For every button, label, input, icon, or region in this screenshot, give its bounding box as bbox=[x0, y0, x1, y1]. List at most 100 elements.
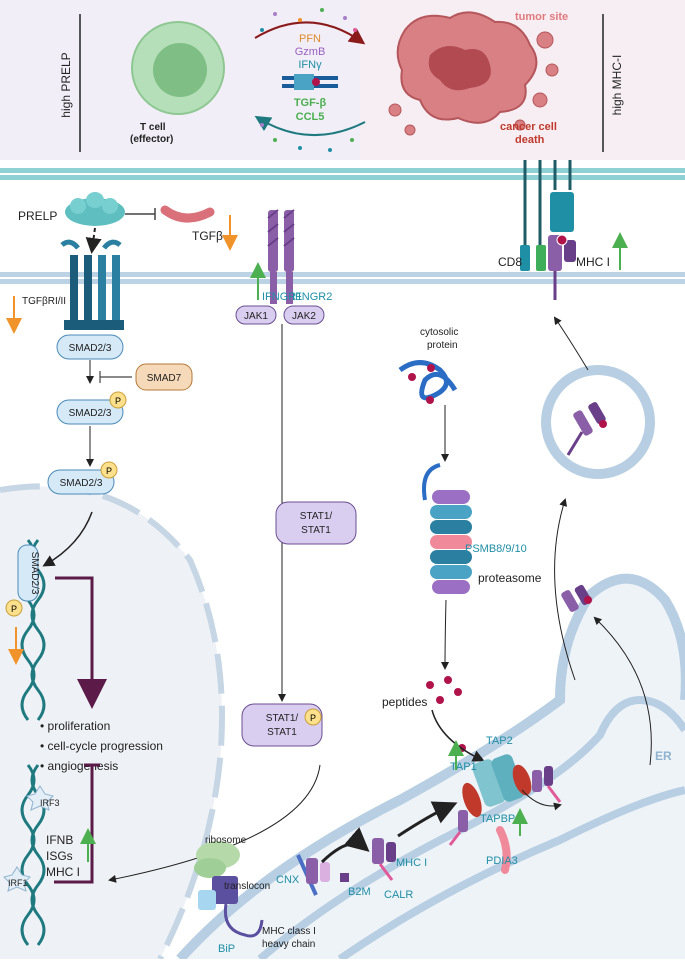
smad7-node bbox=[135, 363, 193, 391]
tgfb-receptor-icon bbox=[60, 239, 124, 330]
gene-isgs: ISGs bbox=[46, 849, 73, 863]
cd8-receptor-icon bbox=[520, 160, 546, 271]
mhc-surface-label: MHC I bbox=[576, 255, 610, 269]
jak1-node bbox=[235, 305, 277, 325]
smad7-label: SMAD7 bbox=[147, 373, 182, 384]
irf1-icon bbox=[3, 866, 31, 892]
irf3-icon bbox=[26, 785, 54, 811]
jak2-node bbox=[283, 305, 325, 325]
er-label: ER bbox=[655, 749, 672, 763]
proteasome-icon bbox=[422, 463, 472, 594]
mhc-er-label: MHC I bbox=[396, 857, 427, 869]
smad-activation-path bbox=[55, 576, 107, 709]
cancer-death-label-2: death bbox=[515, 134, 545, 146]
smad23-node-1 bbox=[56, 334, 124, 360]
phospho-badge-2 bbox=[100, 461, 118, 479]
cancer-death-label-1: cancer cell bbox=[500, 121, 557, 133]
smad-inhibition-path bbox=[54, 765, 94, 884]
tapbp-label: TAPBP bbox=[480, 813, 515, 825]
svg-text:STAT1/: STAT1/ bbox=[266, 713, 299, 724]
heavy-chain-label-1: MHC class I bbox=[262, 926, 316, 937]
translocon-icon bbox=[198, 876, 264, 938]
tcell-label-1: T cell bbox=[140, 122, 166, 133]
ifngr-receptor-icon bbox=[267, 209, 295, 304]
tgfbr-label: TGFβRI/II bbox=[22, 296, 66, 307]
target-angiogenesis: • angiogenesis bbox=[40, 759, 118, 773]
ccl5-label: CCL5 bbox=[296, 111, 325, 123]
tap2-label: TAP2 bbox=[486, 735, 513, 747]
prelp-protein-icon bbox=[65, 192, 125, 226]
svg-text:P: P bbox=[115, 396, 121, 406]
cnx-mhc-icon bbox=[296, 854, 330, 896]
b2m-icon bbox=[340, 873, 349, 882]
cytosolic-label-1: cytosolic bbox=[420, 327, 458, 338]
surface-mhc-icon bbox=[548, 160, 576, 300]
phospho-badge-4 bbox=[5, 599, 23, 617]
calr-label: CALR bbox=[384, 889, 413, 901]
svg-text:P: P bbox=[106, 466, 112, 476]
smad-to-nucleus-arrow bbox=[42, 511, 93, 567]
psmb-label: PSMB8/9/10 bbox=[465, 543, 527, 555]
svg-text:SMAD2/3: SMAD2/3 bbox=[29, 552, 40, 595]
high-mhc-label: high MHC-I bbox=[610, 55, 624, 116]
cd8-label: CD8 bbox=[498, 255, 522, 269]
ifngr1-label: IFNGR1 bbox=[262, 291, 302, 303]
gzmb-label: GzmB bbox=[295, 46, 326, 58]
target-cell-cycle: • cell-cycle progression bbox=[40, 739, 163, 753]
bip-label: BiP bbox=[218, 943, 235, 955]
budding-mhc-icon bbox=[561, 584, 592, 612]
pfn-label: PFN bbox=[299, 33, 321, 45]
nucleus bbox=[0, 486, 222, 959]
ifngr2-label: IFNGR2 bbox=[292, 291, 332, 303]
target-proliferation: • proliferation bbox=[40, 719, 110, 733]
irf1-label: IRF1 bbox=[8, 878, 28, 888]
high-prelp-label: high PRELP bbox=[59, 52, 73, 117]
er-membrane bbox=[176, 573, 685, 963]
stat-to-irf1-arrow bbox=[108, 764, 321, 883]
tap-transporter-icon bbox=[462, 754, 532, 818]
smad23-nuclear-node bbox=[17, 544, 39, 602]
tumor-cell-icon bbox=[388, 11, 559, 136]
tgfb-ligand-icon bbox=[160, 205, 215, 223]
secretion-arrow-to-tcell bbox=[254, 115, 366, 137]
pdia3-icon bbox=[496, 826, 511, 874]
tgfb-secreted-label: TGF-β bbox=[294, 97, 327, 109]
vesicle-mhc-icon bbox=[566, 402, 607, 456]
jak1-label: JAK1 bbox=[244, 311, 268, 322]
tcell-label-2: (effector) bbox=[130, 134, 173, 145]
jak2-label: JAK2 bbox=[292, 311, 316, 322]
peptides-label: peptides bbox=[382, 695, 427, 709]
gene-ifnb: IFNB bbox=[46, 833, 73, 847]
svg-text:P: P bbox=[310, 713, 316, 723]
ifng-label: IFNγ bbox=[298, 59, 322, 71]
tap1-label: TAP1 bbox=[450, 761, 477, 773]
translocon-label: translocon bbox=[224, 881, 270, 892]
phospho-badge-1 bbox=[109, 391, 127, 409]
irf3-label: IRF3 bbox=[40, 798, 60, 808]
peptides-icon bbox=[426, 676, 466, 752]
heavy-chain-label-2: heavy chain bbox=[262, 939, 315, 950]
prelp-binding-arrow bbox=[85, 227, 102, 254]
ribosome-label: ribosome bbox=[205, 835, 247, 846]
stat1-node-1 bbox=[275, 501, 357, 545]
svg-text:STAT1: STAT1 bbox=[301, 525, 331, 536]
cytosolic-label-2: protein bbox=[427, 340, 458, 351]
cnx-label: CNX bbox=[276, 874, 300, 886]
calr-mhc-icon bbox=[372, 838, 396, 881]
smad23-label-3: SMAD2/3 bbox=[60, 478, 103, 489]
cytosolic-protein-icon bbox=[398, 360, 458, 404]
tgfb-label: TGFβ bbox=[192, 229, 223, 243]
gene-mhc: MHC I bbox=[46, 865, 80, 879]
plc-mhc-icon bbox=[448, 766, 562, 846]
pdia3-label: PDIA3 bbox=[486, 855, 518, 867]
stat1-node-2 bbox=[241, 703, 323, 747]
b2m-label: B2M bbox=[348, 886, 371, 898]
secretion-arrow-to-tumor bbox=[254, 21, 366, 45]
svg-text:P: P bbox=[11, 604, 17, 614]
secreted-dots bbox=[260, 8, 357, 152]
smad23-label-1: SMAD2/3 bbox=[69, 343, 112, 354]
tumor-site-label: tumor site bbox=[515, 11, 568, 23]
proteasome-label: proteasome bbox=[478, 571, 542, 585]
